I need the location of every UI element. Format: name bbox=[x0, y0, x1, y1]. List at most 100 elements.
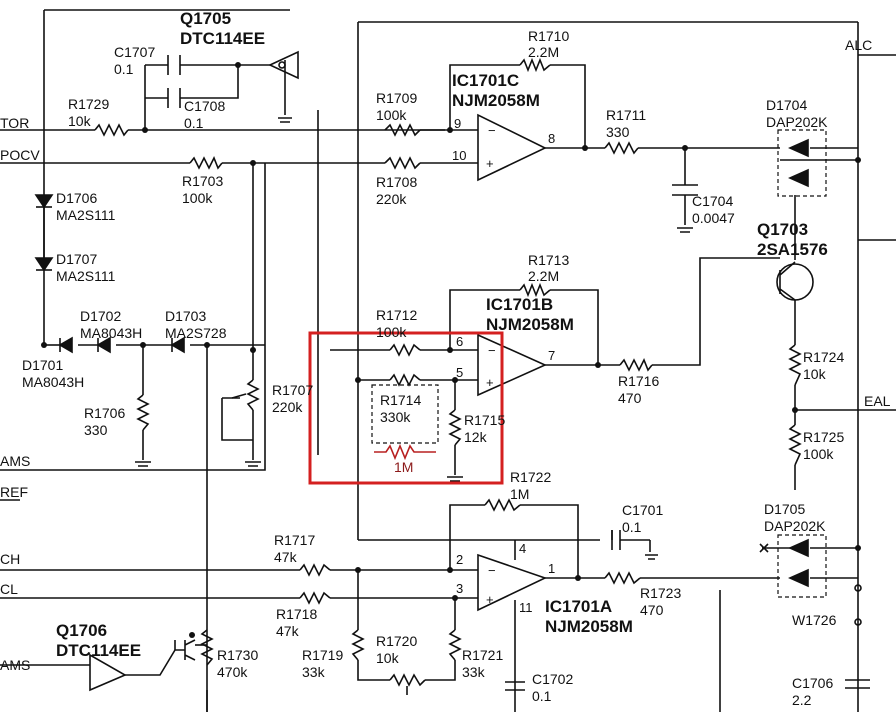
r1725-ref: R1725 bbox=[803, 429, 844, 445]
d1705-ref: D1705 bbox=[764, 501, 805, 517]
d1701-part: MA8043H bbox=[22, 374, 84, 390]
jumper-labels: W1726 bbox=[792, 612, 837, 628]
net-ams-top: AMS bbox=[0, 453, 30, 469]
net-ch: CH bbox=[0, 551, 20, 567]
ic1701b-pin5: 5 bbox=[456, 365, 463, 380]
r1719-ref: R1719 bbox=[302, 647, 343, 663]
r1708-value: 220k bbox=[376, 191, 407, 207]
r1730-ref: R1730 bbox=[217, 647, 258, 663]
net-labels: TOR POCV ALC EAL AMS REF CH CL AMS bbox=[0, 37, 891, 673]
d1703-part: MA2S728 bbox=[165, 325, 227, 341]
net-ams-bottom: AMS bbox=[0, 657, 30, 673]
d1707-ref: D1707 bbox=[56, 251, 97, 267]
r1711-ref: R1711 bbox=[606, 107, 646, 123]
c1707-ref: C1707 bbox=[114, 44, 155, 60]
r1718-value: 47k bbox=[276, 623, 300, 639]
diode-labels: D1706 MA2S111 D1707 MA2S111 D1702 MA8043… bbox=[22, 97, 828, 534]
ic1701c-pin10: 10 bbox=[452, 148, 466, 163]
net-tor: TOR bbox=[0, 115, 29, 131]
r1712-ref: R1712 bbox=[376, 307, 417, 323]
transistor-q1705 bbox=[268, 50, 299, 80]
q1706-part: DTC114EE bbox=[56, 641, 141, 660]
top-wiring bbox=[0, 9, 896, 712]
ic1701c-pin8: 8 bbox=[548, 131, 555, 146]
r1709-value: 100k bbox=[376, 107, 407, 123]
net-pocv: POCV bbox=[0, 147, 40, 163]
w1726-ref: W1726 bbox=[792, 612, 837, 628]
r1719-value: 33k bbox=[302, 664, 326, 680]
d1704-part: DAP202K bbox=[766, 114, 828, 130]
r1713-ref: R1713 bbox=[528, 252, 569, 268]
r1730-value: 470k bbox=[217, 664, 248, 680]
r1717-ref: R1717 bbox=[274, 532, 315, 548]
ic1701a-pin3: 3 bbox=[456, 581, 463, 596]
d1703-ref: D1703 bbox=[165, 308, 206, 324]
r1715-ref: R1715 bbox=[464, 412, 505, 428]
r1714-ref: R1714 bbox=[380, 392, 421, 408]
d1707-part: MA2S111 bbox=[56, 268, 116, 284]
r1723-ref: R1723 bbox=[640, 585, 681, 601]
r1729-value: 10k bbox=[68, 113, 92, 129]
r1724-ref: R1724 bbox=[803, 349, 844, 365]
r1725-value: 100k bbox=[803, 446, 834, 462]
svg-text:+: + bbox=[486, 375, 494, 390]
net-cl: CL bbox=[0, 581, 18, 597]
r1710-ref: R1710 bbox=[528, 28, 569, 44]
d1706-ref: D1706 bbox=[56, 190, 97, 206]
r1706-ref: R1706 bbox=[84, 405, 125, 421]
r1718-ref: R1718 bbox=[276, 606, 317, 622]
capacitors bbox=[167, 55, 870, 691]
c1701-ref: C1701 bbox=[622, 502, 663, 518]
r1714-dashed-box bbox=[371, 384, 439, 444]
highlight-annotation: 1M bbox=[308, 331, 504, 485]
r1706-value: 330 bbox=[84, 422, 108, 438]
c1707-value: 0.1 bbox=[114, 61, 134, 77]
d1702-part: MA8043H bbox=[80, 325, 142, 341]
transistor-q1703 bbox=[776, 261, 814, 301]
ic1701b-pin6: 6 bbox=[456, 334, 463, 349]
added-value-label: 1M bbox=[394, 459, 413, 475]
d1704-ref: D1704 bbox=[766, 97, 807, 113]
r1715-value: 12k bbox=[464, 429, 488, 445]
r1724-value: 10k bbox=[803, 366, 827, 382]
r1716-ref: R1716 bbox=[618, 373, 659, 389]
r1723-value: 470 bbox=[640, 602, 664, 618]
r1713-value: 2.2M bbox=[528, 268, 559, 284]
ic1701a-pin2: 2 bbox=[456, 552, 463, 567]
opamp-ic1701b: − + bbox=[477, 333, 547, 397]
r1721-ref: R1721 bbox=[462, 647, 503, 663]
c1706-value: 2.2 bbox=[792, 692, 812, 708]
net-ref: REF bbox=[0, 484, 28, 500]
diodes bbox=[34, 129, 827, 598]
opamp-ic1701c: − + bbox=[477, 113, 547, 182]
r1717-value: 47k bbox=[274, 549, 298, 565]
ic1701a-ref: IC1701A bbox=[545, 597, 612, 616]
ic1701b-part: NJM2058M bbox=[486, 315, 574, 334]
r1720-ref: R1720 bbox=[376, 633, 417, 649]
capacitor-labels: C1707 0.1 C1708 0.1 C1704 0.0047 C1701 0… bbox=[114, 44, 833, 708]
resistors bbox=[94, 57, 802, 695]
q1703-part: 2SA1576 bbox=[757, 240, 828, 259]
svg-text:−: − bbox=[488, 563, 496, 578]
c1702-value: 0.1 bbox=[532, 688, 552, 704]
r1716-value: 470 bbox=[618, 390, 642, 406]
r1721-value: 33k bbox=[462, 664, 486, 680]
r1722-value: 1M bbox=[510, 486, 529, 502]
c1702-ref: C1702 bbox=[532, 671, 573, 687]
r1707-ref: R1707 bbox=[272, 382, 313, 398]
opamp-labels: IC1701C NJM2058M 9 10 8 IC1701B NJM2058M… bbox=[452, 71, 633, 636]
c1701-value: 0.1 bbox=[622, 519, 642, 535]
added-resistor-zigzag bbox=[374, 443, 436, 461]
c1708-value: 0.1 bbox=[184, 115, 204, 131]
svg-text:+: + bbox=[486, 156, 494, 171]
highlight-box bbox=[308, 331, 504, 485]
d1706-part: MA2S111 bbox=[56, 207, 116, 223]
r1714-value: 330k bbox=[380, 409, 411, 425]
r1712-value: 100k bbox=[376, 324, 407, 340]
transistor-q1706 bbox=[89, 639, 196, 692]
r1729-ref: R1729 bbox=[68, 96, 109, 112]
middle-wiring bbox=[0, 195, 896, 712]
q1706-ref: Q1706 bbox=[56, 621, 107, 640]
d1701-ref: D1701 bbox=[22, 357, 63, 373]
net-eal: EAL bbox=[864, 393, 891, 409]
